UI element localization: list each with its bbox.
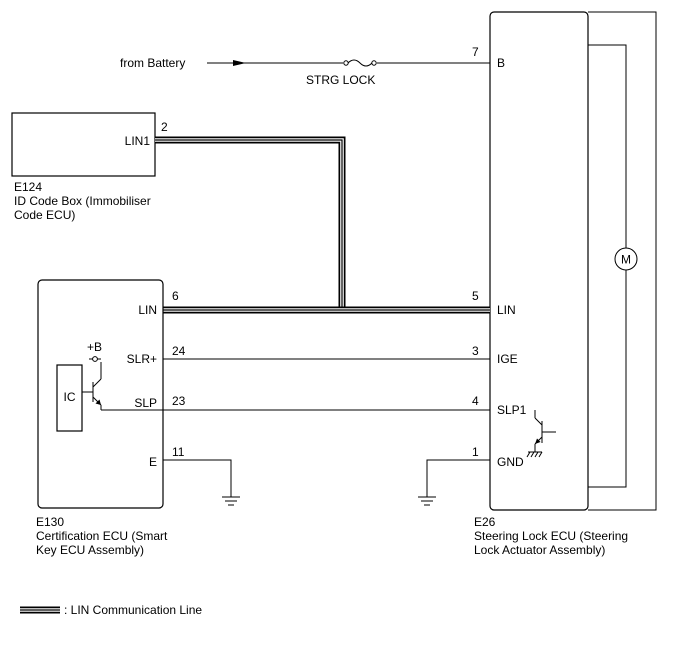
steer-ground-wire: [426, 459, 490, 497]
cert-pin-24-number: 24: [172, 344, 186, 358]
ground-icon: [418, 496, 436, 506]
cert-ecu-name-line1: Certification ECU (Smart: [36, 529, 168, 543]
id-box-code: E124: [14, 180, 42, 194]
fuse-icon: [343, 59, 377, 67]
steer-pin-b-label: B: [497, 56, 505, 70]
from-battery-label: from Battery: [120, 56, 185, 70]
steer-pin-7-number: 7: [472, 45, 479, 59]
legend-label: : LIN Communication Line: [64, 603, 202, 617]
cert-pin-slp-label: SLP: [134, 396, 157, 410]
motor-label: M: [621, 253, 631, 267]
steer-pin-gnd-label: GND: [497, 455, 524, 469]
steer-pin-3-number: 3: [472, 344, 479, 358]
supply-terminal-icon: [89, 356, 101, 362]
steer-transistor-icon: [526, 410, 556, 458]
id-code-box: [11, 112, 156, 177]
ic-label: IC: [64, 390, 76, 404]
id-box-pin-label: LIN1: [125, 134, 151, 148]
cert-ecu-name-line2: Key ECU Assembly): [36, 543, 144, 557]
cert-pin-11-number: 11: [172, 445, 185, 459]
lin-line-id-box: [155, 136, 346, 310]
id-box-pin-number: 2: [161, 120, 168, 134]
actuator-housing: [588, 11, 657, 511]
steer-pin-1-number: 1: [472, 445, 479, 459]
cert-ground-wire: [163, 459, 232, 497]
steer-pin-ige-label: IGE: [497, 352, 518, 366]
cert-pin-6-number: 6: [172, 289, 179, 303]
motor-icon: M: [614, 247, 638, 271]
cert-pin-slr-label: SLR+: [127, 352, 157, 366]
cert-pin-23-number: 23: [172, 394, 186, 408]
cert-ecu-code: E130: [36, 515, 64, 529]
steer-pin-slp1-label: SLP1: [497, 403, 527, 417]
cert-pin-lin-label: LIN: [138, 303, 157, 317]
id-box-name-line1: ID Code Box (Immobiliser: [14, 194, 151, 208]
cert-pin-e-label: E: [149, 455, 157, 469]
supply-label: +B: [87, 340, 102, 354]
fuse-label: STRG LOCK: [306, 73, 375, 87]
steering-lock-ecu-box: [489, 11, 589, 511]
ground-icon: [222, 496, 240, 506]
steer-ecu-name-line2: Lock Actuator Assembly): [474, 543, 605, 557]
id-box-name-line2: Code ECU): [14, 208, 75, 222]
steer-ecu-code: E26: [474, 515, 496, 529]
steer-ecu-name-line1: Steering Lock ECU (Steering: [474, 529, 628, 543]
steer-pin-lin-label: LIN: [497, 303, 516, 317]
certification-ecu-box: [37, 279, 164, 509]
arrow-right-icon: [233, 60, 246, 66]
cert-transistor-icon: [82, 362, 102, 410]
steer-pin-4-number: 4: [472, 394, 479, 408]
ic-block: [56, 364, 83, 432]
steer-pin-5-number: 5: [472, 289, 479, 303]
